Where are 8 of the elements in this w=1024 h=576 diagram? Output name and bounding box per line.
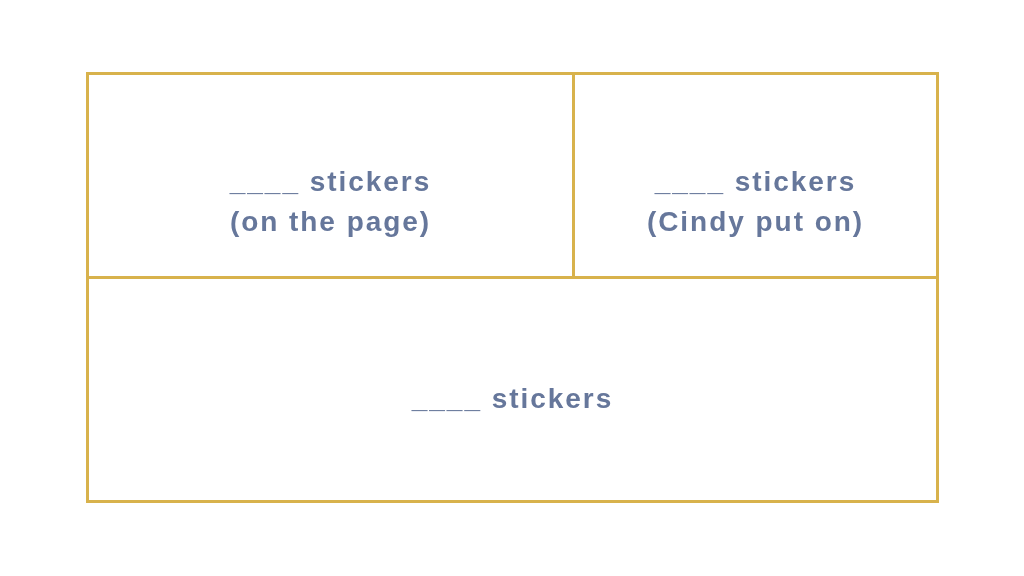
bar-section [86, 72, 575, 279]
box-label: ____ stickers [411, 381, 614, 416]
box-label: (on the page) [229, 204, 432, 239]
bar-section [86, 276, 939, 503]
box-label: ____ stickers [229, 164, 432, 199]
box-label: (Cindy put on) [646, 204, 865, 239]
box-label: ____ stickers [654, 164, 857, 199]
bar-section [572, 72, 939, 279]
